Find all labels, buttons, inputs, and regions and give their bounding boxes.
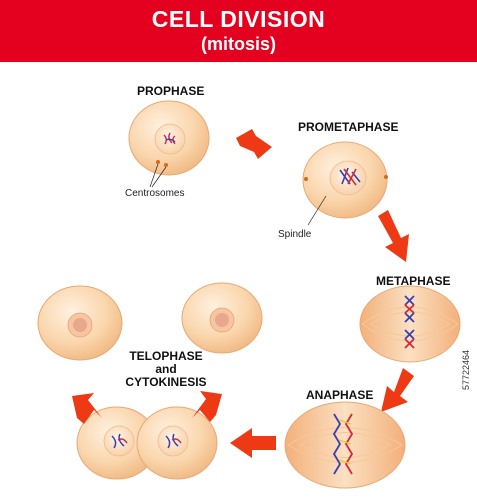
arrow-prophase-to-prometaphase [236,129,272,159]
prophase-cell [128,100,210,188]
title-banner [0,0,477,62]
label-anaphase: ANAPHASE [306,388,374,402]
arrow-to-daughter-left [72,393,102,424]
centrosome-2 [164,163,168,167]
spindle-pointer [307,195,327,226]
diagram-title: CELL DIVISION [151,6,326,32]
centrosome-1 [156,160,160,164]
label-prometaphase: PROMETAPHASE [298,120,399,134]
label-prophase: PROPHASE [137,84,205,98]
label-telophase-line3: CYTOKINESIS [125,375,207,389]
arrow-to-daughter-right [192,391,222,422]
daughter-cell-right [181,282,263,354]
daughter-cell-left [37,285,123,361]
label-telophase-line1: TELOPHASE [129,349,203,363]
label-metaphase: METAPHASE [376,274,451,288]
label-telophase: TELOPHASE and CYTOKINESIS [118,350,214,389]
callout-centrosomes: Centrosomes [125,188,185,199]
callout-spindle: Spindle [278,229,312,240]
arrow-prometaphase-to-metaphase [378,210,409,262]
cytokinesis-cells [76,406,218,480]
arrow-anaphase-to-cytokinesis [230,428,276,458]
anaphase-cell [284,401,406,489]
stock-id: 57722464 [461,349,471,390]
label-telophase-line2: and [155,362,177,376]
metaphase-cell [359,285,461,363]
diagram-subtitle: (mitosis) [200,34,276,54]
prometaphase-cell [302,141,388,226]
arrow-metaphase-to-anaphase [381,368,414,412]
